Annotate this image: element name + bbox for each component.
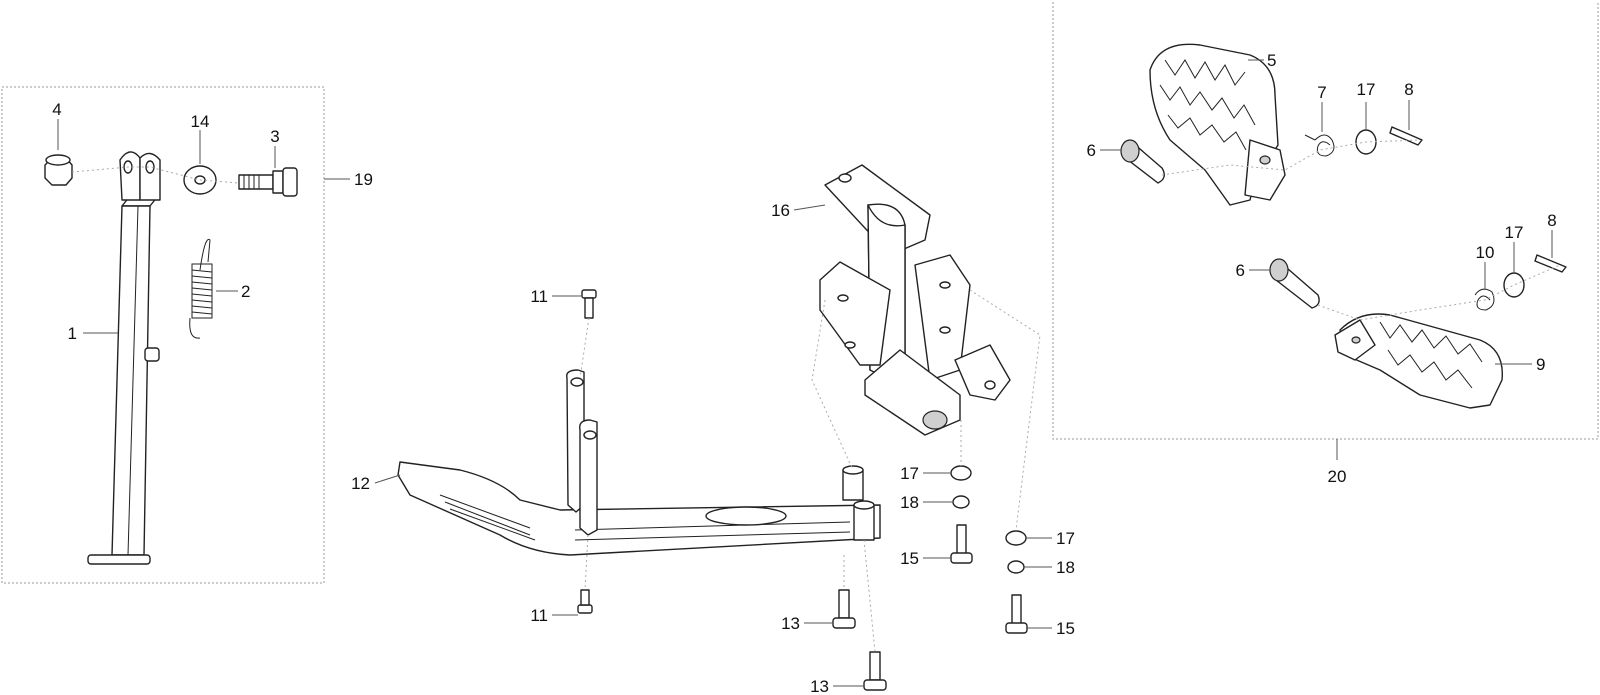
pin-6-upper-part <box>1120 139 1165 184</box>
callout-7: 7 <box>1317 83 1326 102</box>
assembly-line <box>579 317 590 379</box>
callout-14: 14 <box>191 112 210 131</box>
assembly-line <box>811 299 854 471</box>
side-stand-group-box <box>1 86 325 584</box>
callout-9: 9 <box>1536 355 1545 374</box>
assembly-line <box>584 534 589 591</box>
callout-10: 10 <box>1476 243 1495 262</box>
callout-17-bracket-b: 17 <box>1056 529 1075 548</box>
callout-1: 1 <box>68 324 77 343</box>
lock-washer-18-part <box>1007 560 1025 574</box>
callout-11-bottom: 11 <box>530 606 548 625</box>
callout-18-bracket-b: 18 <box>1056 558 1075 577</box>
bolt-15-upper-part <box>950 524 973 564</box>
washer-part <box>183 165 217 195</box>
callout-13-lower: 13 <box>810 677 829 695</box>
footpeg-group-box <box>1052 2 1599 440</box>
lock-washer-18-part <box>952 495 970 509</box>
bolt-11-bottom-part <box>577 589 593 614</box>
leader-line <box>374 474 401 484</box>
assembly-line <box>863 539 876 653</box>
callout-5: 5 <box>1267 51 1276 70</box>
assembly-line <box>1317 264 1561 321</box>
cotter-pin-8-lower-part <box>1534 254 1567 273</box>
callout-2: 2 <box>241 282 250 301</box>
bolt-13-upper-part <box>832 589 856 629</box>
callout-8-upper: 8 <box>1404 80 1413 99</box>
callout-4: 4 <box>52 100 61 119</box>
callout-11-top: 11 <box>530 287 548 306</box>
callout-15-bracket-b: 15 <box>1056 619 1075 638</box>
callout-16: 16 <box>771 201 790 220</box>
callout-20: 20 <box>1328 467 1347 486</box>
pin-6-lower-part <box>1269 258 1320 309</box>
spring-7-part <box>1304 134 1335 157</box>
callout-17-bracket-a: 17 <box>900 464 919 483</box>
bolt-13-lower-part <box>863 651 887 691</box>
callout-6-upper: 6 <box>1087 141 1096 160</box>
callout-8-lower: 8 <box>1547 211 1556 230</box>
callout-17-lower-peg: 17 <box>1505 223 1524 242</box>
callout-13-upper: 13 <box>781 614 800 633</box>
callout-15-bracket-a: 15 <box>900 549 919 568</box>
side-stand-part <box>87 151 161 565</box>
skid-plate-part <box>397 369 881 556</box>
bolt-11-top-part <box>581 289 597 319</box>
spring-part <box>189 238 213 339</box>
bolt-15-lower-part <box>1005 594 1028 634</box>
callout-19: 19 <box>354 170 373 189</box>
footpeg-lower-part <box>1334 313 1504 409</box>
washer-17-part <box>1503 272 1525 298</box>
nut-part <box>44 154 73 186</box>
assembly-line <box>969 289 1041 531</box>
callout-17-upper-peg: 17 <box>1357 80 1376 99</box>
footpeg-upper-part <box>1149 43 1286 206</box>
cotter-pin-8-upper-part <box>1389 126 1423 146</box>
leader-line <box>793 204 826 211</box>
callout-18-bracket-a: 18 <box>900 493 919 512</box>
footpeg-bracket-part <box>819 164 1011 436</box>
washer-17-part <box>950 465 972 481</box>
washer-17-part <box>1005 530 1027 546</box>
spring-10-part <box>1474 288 1495 311</box>
pivot-bolt-part <box>238 167 298 197</box>
callout-6-lower: 6 <box>1236 261 1245 280</box>
callout-12: 12 <box>351 474 370 493</box>
callout-3: 3 <box>270 127 279 146</box>
